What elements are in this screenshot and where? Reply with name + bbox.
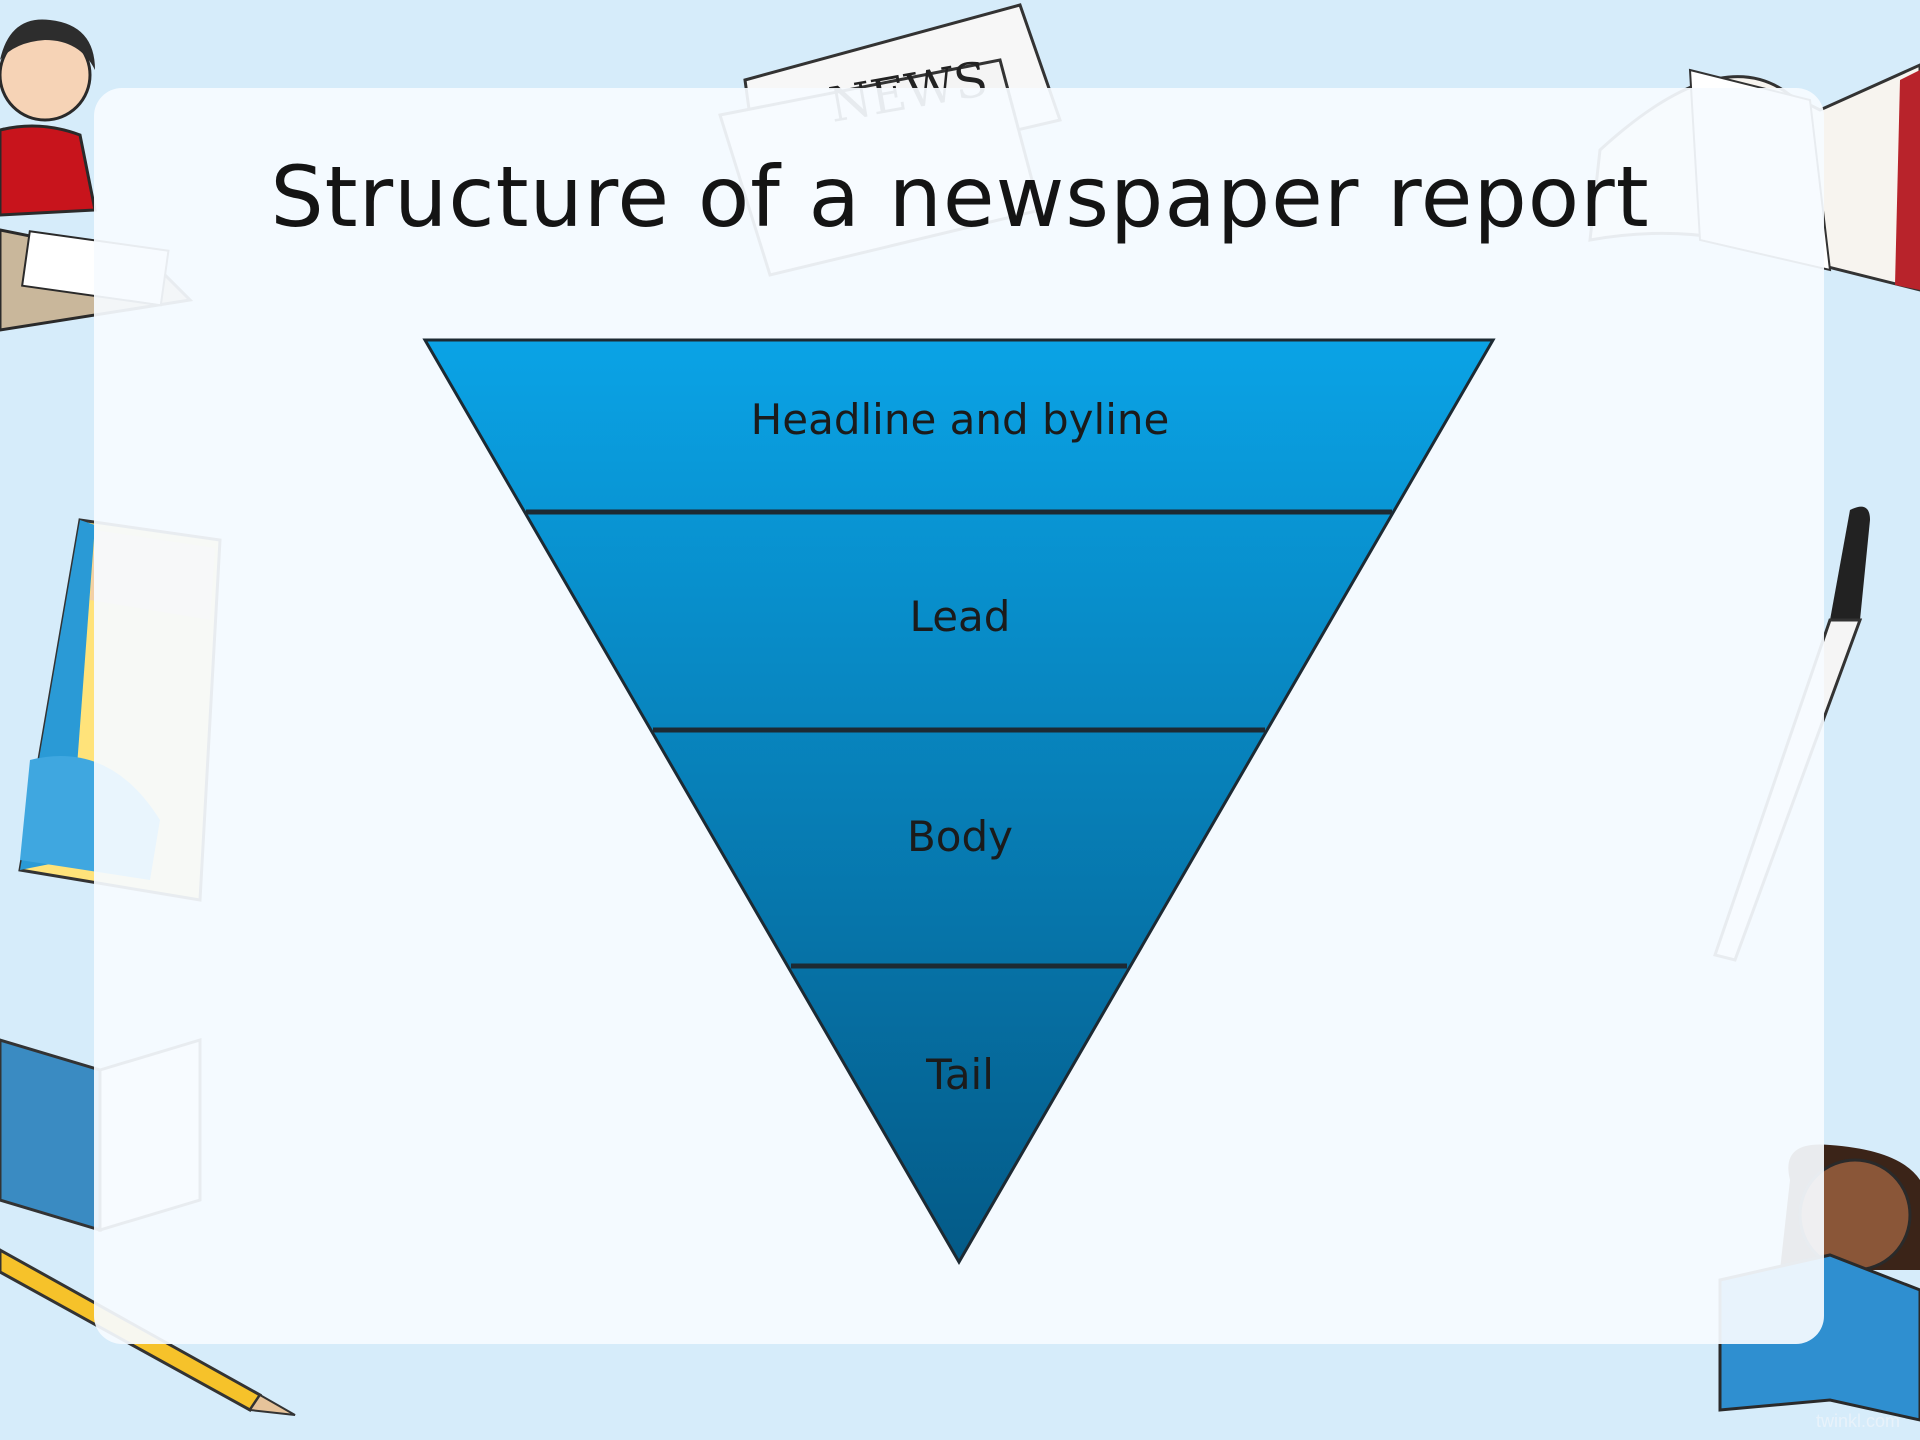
- pyramid-shape: [422, 338, 1496, 1265]
- tier-label-lead: Lead: [909, 592, 1011, 641]
- page-title: Structure of a newspaper report: [270, 148, 1650, 246]
- watermark: twinkl.com: [1815, 1411, 1900, 1431]
- tier-label-body: Body: [906, 812, 1014, 861]
- tier-label-headline: Headline and byline: [750, 395, 1170, 444]
- tier-label-tail: Tail: [926, 1050, 994, 1099]
